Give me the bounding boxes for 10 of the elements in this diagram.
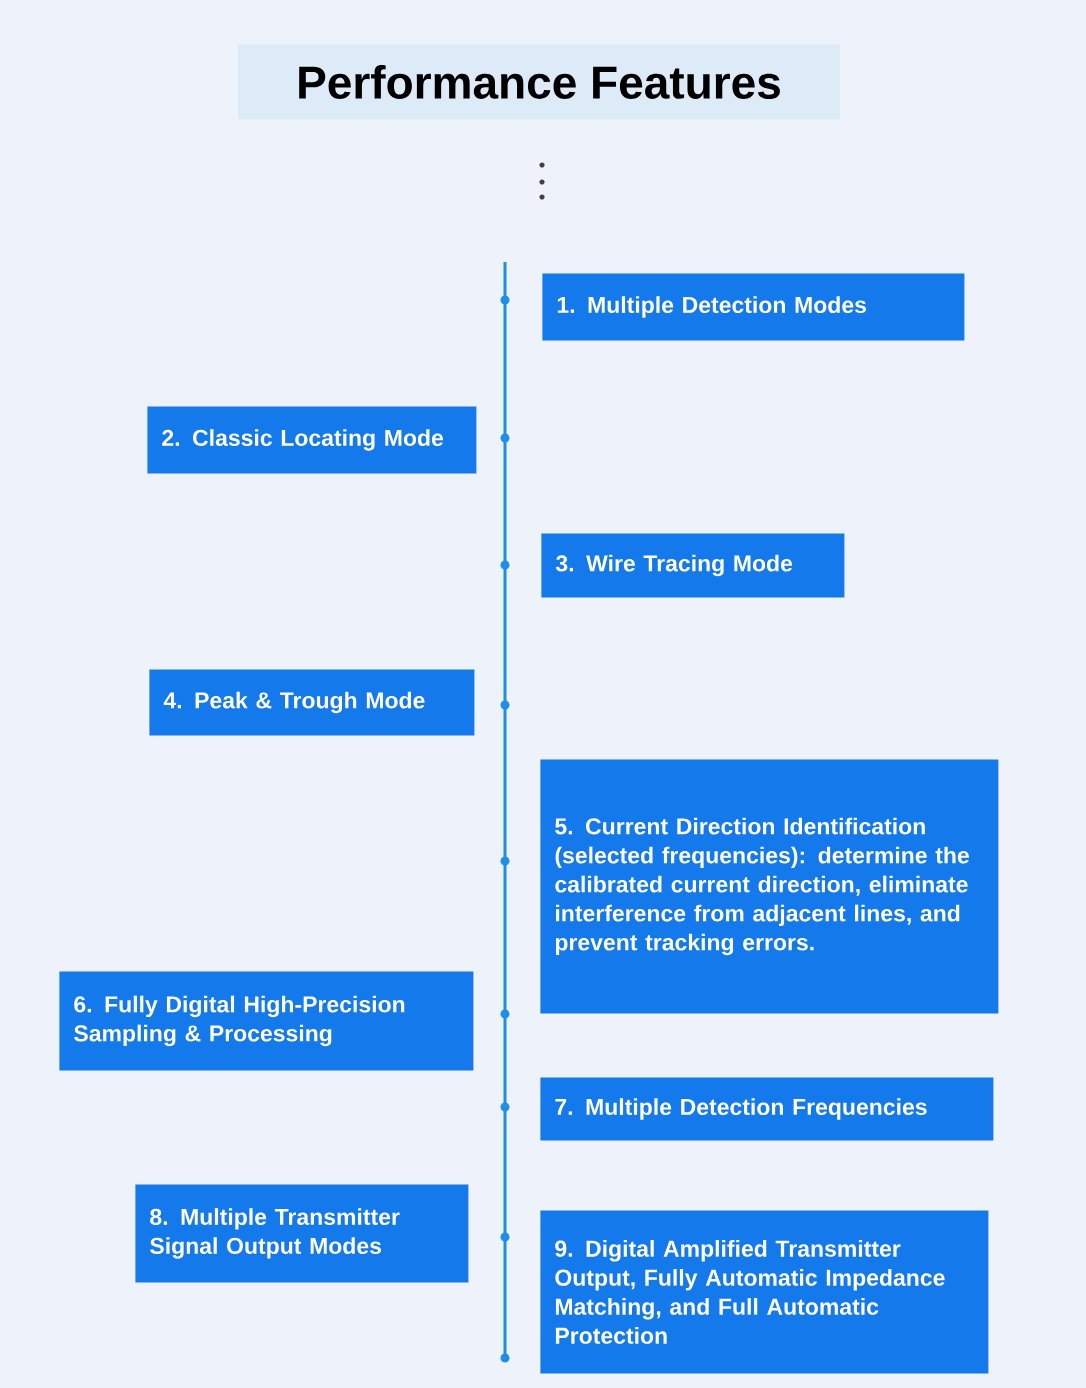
feature-box: 9. Digital Amplified Transmitter Output, Fully Automatic Impedance Matching, and Full Automatic Protection: [540, 1210, 989, 1374]
feature-box: 8. Multiple Transmitter Signal Output Modes: [135, 1184, 469, 1283]
title-banner: Performance Features: [238, 44, 840, 120]
feature-box: 7. Multiple Detection Frequencies: [540, 1077, 994, 1141]
feature-box: 3. Wire Tracing Mode: [541, 533, 845, 598]
feature-box: 4. Peak & Trough Mode: [149, 669, 475, 736]
feature-box: 2. Classic Locating Mode: [147, 406, 477, 474]
feature-box: 5. Current Direction Identification (selected frequencies): determine the calibrated current direction, eliminate interference from adjacent lines, and prevent tracking errors.: [540, 759, 999, 1014]
feature-box: 1. Multiple Detection Modes: [542, 273, 965, 341]
feature-box: 6. Fully Digital High-Precision Sampling & Processing: [59, 971, 474, 1071]
